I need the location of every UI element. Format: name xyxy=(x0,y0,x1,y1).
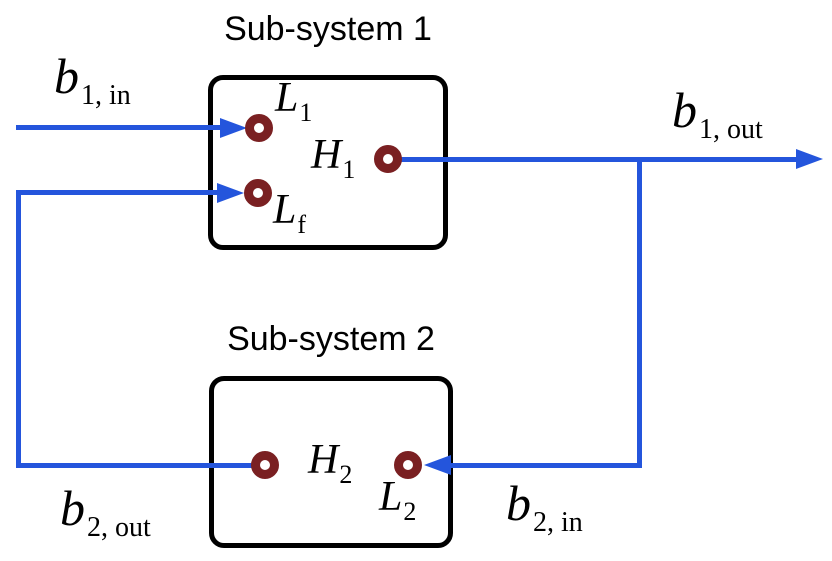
port-label-H1-subscript: 1 xyxy=(342,155,356,184)
arrowhead-b2-in-icon xyxy=(424,455,451,475)
signal-b2-in-subscript: 2, in xyxy=(533,507,583,538)
subsystem1-box xyxy=(208,75,448,250)
wire-b2-out xyxy=(16,463,265,468)
port-H1-icon xyxy=(374,145,402,173)
wire-b2-in xyxy=(451,463,642,468)
port-label-Lf-subscript: f xyxy=(297,210,307,239)
arrowhead-feedback-Lf-icon xyxy=(217,183,244,203)
port-label-L2-symbol: L xyxy=(379,474,403,520)
signal-label-b1-out: b1, out xyxy=(672,82,763,144)
port-label-L1: L1 xyxy=(275,75,312,126)
arrowhead-b1-in-icon xyxy=(220,118,247,138)
port-label-Lf: Lf xyxy=(273,187,306,238)
port-Lf-icon xyxy=(244,179,272,207)
port-label-H2-subscript: 2 xyxy=(339,460,353,489)
wire-b1-in xyxy=(16,125,220,130)
port-label-H2-symbol: H xyxy=(308,437,339,483)
wire-feedback-left-vertical xyxy=(16,190,21,468)
port-H2-icon xyxy=(251,451,279,479)
signal-b1-out-subscript: 1, out xyxy=(699,114,763,145)
signal-b2-in-symbol: b xyxy=(506,475,531,531)
port-label-H2: H2 xyxy=(308,437,352,488)
wire-b1-out xyxy=(400,157,796,162)
port-label-L2-subscript: 2 xyxy=(403,497,417,526)
port-label-H1-symbol: H xyxy=(311,132,342,178)
port-label-H1: H1 xyxy=(311,132,355,183)
signal-label-b2-in: b2, in xyxy=(506,475,583,537)
subsystem2-title: Sub-system 2 xyxy=(227,320,435,358)
signal-b2-out-symbol: b xyxy=(60,480,85,536)
signal-b1-out-symbol: b xyxy=(672,82,697,138)
port-L2-icon xyxy=(394,451,422,479)
wire-feedback-into-Lf xyxy=(16,190,217,195)
port-label-L1-subscript: 1 xyxy=(299,98,313,127)
arrowhead-b1-out-icon xyxy=(796,149,823,169)
port-label-Lf-symbol: L xyxy=(273,187,297,233)
signal-b1-in-subscript: 1, in xyxy=(81,80,131,111)
wire-branch-vertical xyxy=(637,157,642,468)
signal-label-b2-out: b2, out xyxy=(60,480,151,542)
signal-b1-in-symbol: b xyxy=(54,48,79,104)
port-label-L2: L2 xyxy=(379,474,416,525)
port-label-L1-symbol: L xyxy=(275,75,299,121)
signal-label-b1-in: b1, in xyxy=(54,48,131,110)
port-L1-icon xyxy=(245,114,273,142)
subsystem1-title: Sub-system 1 xyxy=(224,10,432,48)
signal-b2-out-subscript: 2, out xyxy=(87,512,151,543)
